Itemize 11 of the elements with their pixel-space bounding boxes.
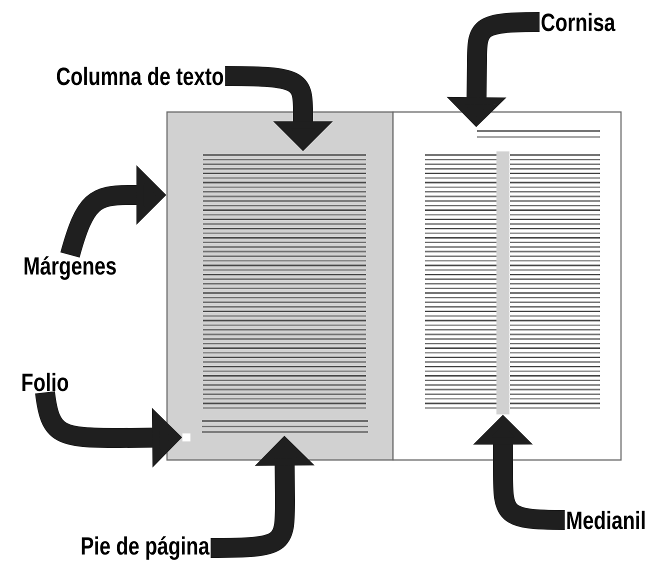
gutter-bar xyxy=(496,151,510,414)
callout-label: Medianil xyxy=(567,510,645,530)
callout-label: Márgenes xyxy=(24,256,116,280)
callout-label: Folio xyxy=(22,372,68,392)
running-head-lines xyxy=(477,130,600,138)
footer-lines xyxy=(202,420,368,433)
callout-label: Columna de texto xyxy=(56,66,224,86)
page xyxy=(392,111,622,461)
text-column xyxy=(203,154,366,409)
callout-label: Cornisa xyxy=(542,12,616,32)
callout-label: Pie de página xyxy=(82,536,210,560)
